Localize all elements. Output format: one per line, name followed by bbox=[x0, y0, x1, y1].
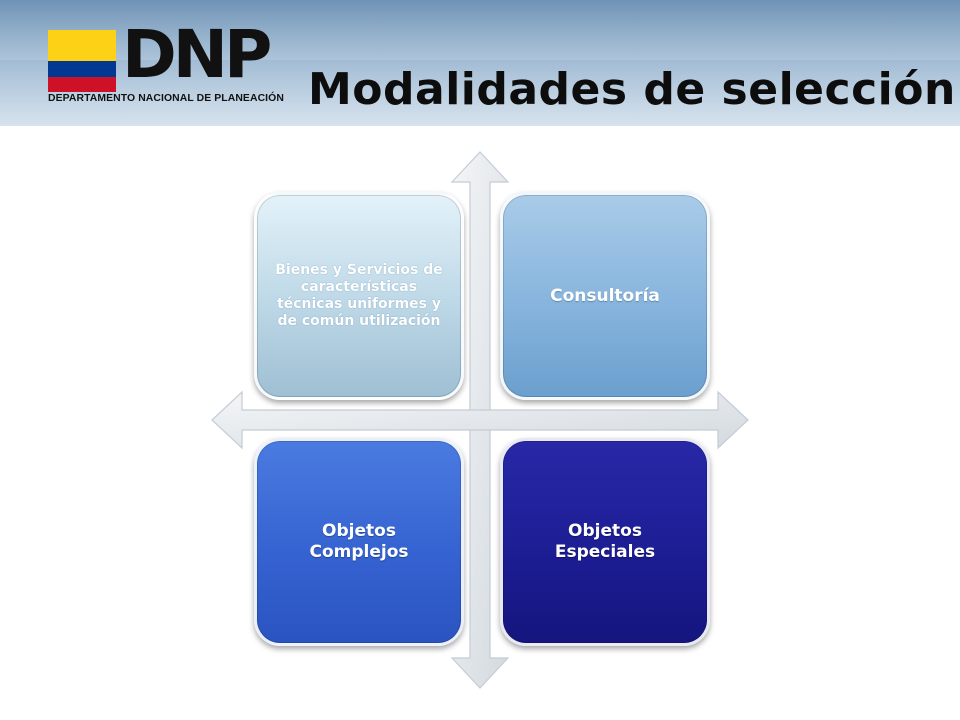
horizontal-arrow bbox=[211, 390, 749, 450]
header-shine bbox=[0, 0, 960, 60]
quadrant-bottom-left-label: Objetos Complejos bbox=[309, 521, 409, 562]
cross-arrows bbox=[211, 151, 749, 689]
quadrant-bottom-right-label: Objetos Especiales bbox=[554, 521, 656, 562]
quadrant-top-right-label: Consultoría bbox=[550, 286, 660, 306]
logo-subtitle: DEPARTAMENTO NACIONAL DE PLANEACIÓN bbox=[48, 93, 284, 104]
quadrant-top-left-label: Bienes y Servicios de características té… bbox=[275, 262, 443, 329]
slide-title: Modalidades de selección bbox=[308, 64, 956, 115]
slide-header: DNP DEPARTAMENTO NACIONAL DE PLANEACIÓN … bbox=[0, 0, 960, 126]
dnp-logo: DNP DEPARTAMENTO NACIONAL DE PLANEACIÓN bbox=[48, 20, 298, 106]
colombia-flag-icon bbox=[48, 30, 116, 92]
quadrant-bottom-left: Objetos Complejos bbox=[254, 438, 464, 646]
quadrant-top-right: Consultoría bbox=[500, 192, 710, 400]
logo-wordmark: DNP bbox=[122, 16, 272, 93]
quadrant-bottom-right: Objetos Especiales bbox=[500, 438, 710, 646]
quadrant-top-left: Bienes y Servicios de características té… bbox=[254, 192, 464, 400]
quadrant-diagram: Bienes y Servicios de características té… bbox=[210, 150, 750, 690]
